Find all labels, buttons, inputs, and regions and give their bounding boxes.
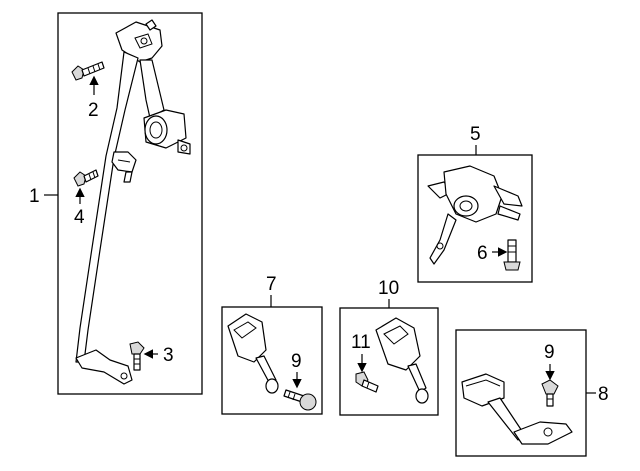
callout-5: 5	[470, 124, 481, 145]
retractor-part	[143, 109, 191, 155]
bolt-6	[503, 239, 521, 271]
anchor-8-part	[461, 373, 573, 445]
callout-3: 3	[163, 345, 174, 366]
callout-4: 4	[74, 207, 85, 228]
group-7-buckle: 7 9	[221, 274, 323, 415]
group-7-frame	[221, 306, 323, 415]
group-1-frame	[57, 12, 203, 395]
group-10-buckle: 10 11	[339, 278, 439, 416]
bolt-4	[73, 169, 99, 187]
bolt-11	[355, 371, 379, 393]
group-8-anchor-assembly: 8 9	[455, 329, 609, 457]
bolt-9-group-7	[283, 389, 317, 411]
lower-anchor-part	[75, 349, 133, 385]
group-5-retractor-assembly: 5 6	[417, 124, 533, 283]
retractor-5-part	[427, 165, 523, 265]
callout-10: 10	[378, 278, 399, 299]
webbing-strap-part	[75, 51, 165, 363]
callout-8: 8	[598, 384, 609, 405]
callout-7: 7	[266, 274, 277, 295]
callout-6: 6	[477, 243, 488, 264]
callout-9a: 9	[291, 351, 302, 372]
callout-11: 11	[351, 332, 371, 353]
callout-2: 2	[88, 100, 99, 121]
callout-9b: 9	[544, 342, 555, 363]
bolt-9-group-8	[541, 379, 559, 407]
group-1-seat-belt-assembly: 1	[29, 12, 203, 395]
group-5-frame	[417, 154, 533, 283]
slip-guide-part	[111, 151, 137, 183]
bolt-2	[71, 61, 105, 81]
buckle-10-part	[375, 317, 429, 404]
group-10-frame	[339, 307, 439, 416]
bolt-3	[129, 341, 145, 371]
upper-guide-part	[115, 19, 163, 63]
callout-1: 1	[29, 186, 40, 207]
buckle-7-part	[227, 313, 279, 394]
